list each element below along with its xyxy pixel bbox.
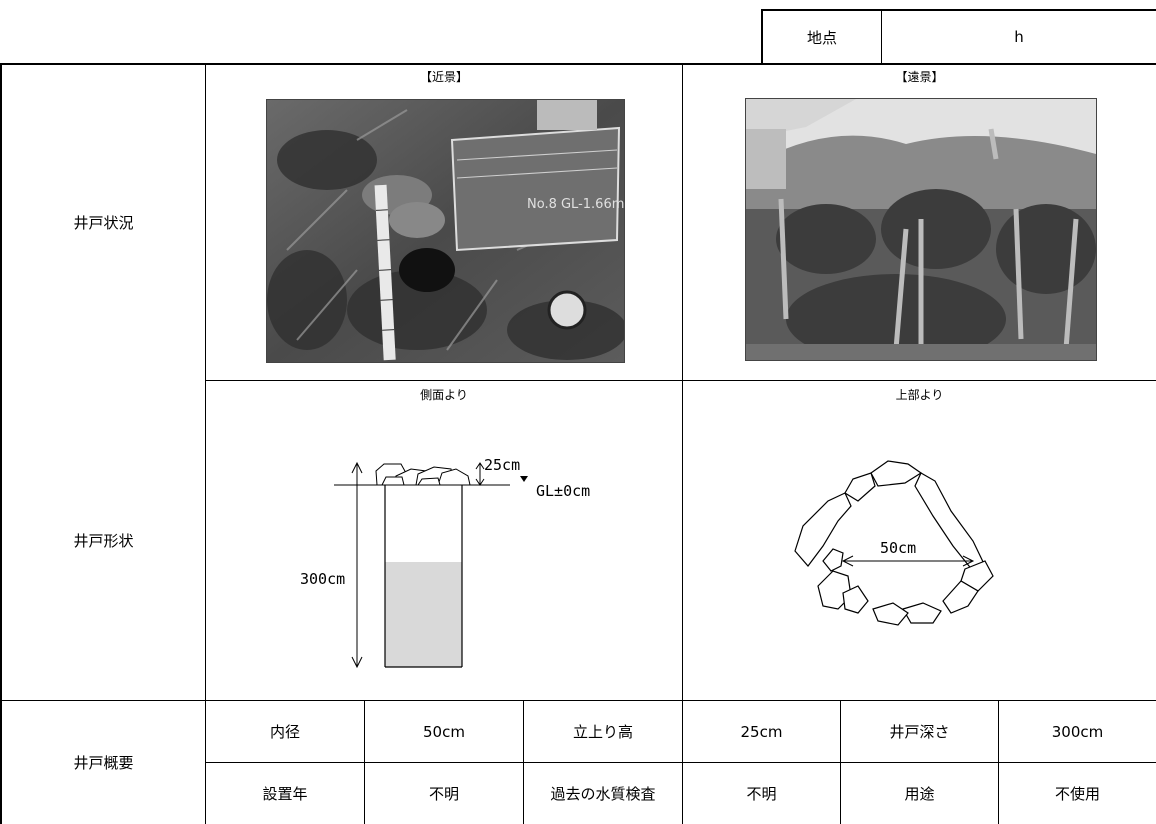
near-view-caption: 【近景】 bbox=[419, 70, 468, 84]
summary-label-install-year: 設置年 bbox=[262, 785, 308, 803]
summary-value-inner-diameter: 50cm bbox=[423, 722, 465, 741]
location-value: h bbox=[1014, 28, 1024, 46]
side-view-caption: 側面より bbox=[420, 388, 468, 402]
summary-label-rise-height: 立上り高 bbox=[572, 723, 633, 741]
far-view-caption: 【遠景】 bbox=[895, 70, 944, 84]
location-label: 地点 bbox=[806, 28, 837, 47]
summary-label-well-depth: 井戸深さ bbox=[889, 723, 950, 741]
gl-label: GL±0cm bbox=[536, 482, 591, 500]
summary-value-install-year: 不明 bbox=[428, 785, 459, 803]
summary-label-water-test: 過去の水質検査 bbox=[550, 785, 656, 803]
depth-label: 300cm bbox=[300, 570, 346, 588]
row-label-summary: 井戸概要 bbox=[73, 754, 134, 772]
far-photo-graphic bbox=[746, 99, 1096, 360]
near-photo-graphic: No.8 GL-1.66m bbox=[267, 100, 624, 362]
summary-label-inner-diameter: 内径 bbox=[269, 723, 300, 741]
row-label-shape: 井戸形状 bbox=[73, 532, 134, 550]
far-view-photo bbox=[745, 98, 1097, 361]
near-view-photo: No.8 GL-1.66m bbox=[266, 99, 625, 363]
top-view-diagram bbox=[794, 460, 994, 626]
height-label: 25cm bbox=[484, 456, 521, 474]
summary-value-well-depth: 300cm bbox=[1051, 722, 1104, 741]
summary-value-usage: 不使用 bbox=[1054, 785, 1100, 803]
top-view-caption: 上部より bbox=[895, 388, 944, 402]
diameter-label: 50cm bbox=[880, 539, 917, 557]
summary-value-water-test: 不明 bbox=[746, 785, 777, 803]
summary-label-usage: 用途 bbox=[904, 785, 935, 803]
svg-text:No.8 GL-1.66m: No.8 GL-1.66m bbox=[527, 197, 624, 212]
summary-value-rise-height: 25cm bbox=[740, 722, 783, 741]
side-view-diagram bbox=[334, 461, 528, 669]
row-label-status: 井戸状況 bbox=[73, 214, 134, 232]
